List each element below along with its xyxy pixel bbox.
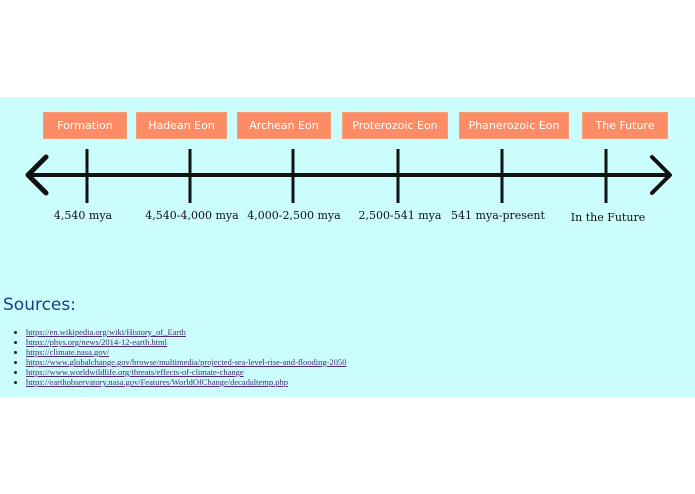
- content-panel: Formation Hadean Eon Archean Eon Protero…: [0, 97, 695, 397]
- arrow-right-icon: [650, 155, 672, 195]
- time-label-phanerozoic: 541 mya-present: [451, 209, 545, 222]
- list-item: https://www.worldwildlife.org/threats/ef…: [26, 367, 346, 377]
- source-link[interactable]: https://phys.org/news/2014-12-earth.html: [26, 337, 168, 347]
- time-label-archean: 4,000-2,500 mya: [247, 209, 341, 222]
- sources-list: https://en.wikipedia.org/wiki/History_of…: [10, 327, 346, 387]
- list-item: https://en.wikipedia.org/wiki/History_of…: [26, 327, 346, 337]
- time-label-proterozoic: 2,500-541 mya: [358, 209, 442, 222]
- formation-button[interactable]: Formation: [43, 112, 127, 139]
- arrow-left-icon: [25, 154, 49, 196]
- list-item: https://climate.nasa.gov/: [26, 347, 346, 357]
- hadean-eon-button[interactable]: Hadean Eon: [136, 112, 227, 139]
- list-item: https://www.globalchange.gov/browse/mult…: [26, 357, 346, 367]
- source-link[interactable]: https://en.wikipedia.org/wiki/History_of…: [26, 327, 186, 337]
- time-label-formation: 4,540 mya: [53, 209, 113, 222]
- proterozoic-eon-button[interactable]: Proterozoic Eon: [342, 112, 448, 139]
- the-future-button[interactable]: The Future: [582, 112, 668, 139]
- source-link[interactable]: https://climate.nasa.gov/: [26, 347, 110, 357]
- list-item: https://phys.org/news/2014-12-earth.html: [26, 337, 346, 347]
- timeline-axis: [25, 149, 672, 203]
- source-link[interactable]: https://www.worldwildlife.org/threats/ef…: [26, 367, 244, 377]
- source-link[interactable]: https://www.globalchange.gov/browse/mult…: [26, 357, 347, 367]
- time-label-hadean: 4,540-4,000 mya: [145, 209, 239, 222]
- list-item: https://earthobservatory.nasa.gov/Featur…: [26, 377, 346, 387]
- source-link[interactable]: https://earthobservatory.nasa.gov/Featur…: [26, 377, 288, 387]
- archean-eon-button[interactable]: Archean Eon: [237, 112, 331, 139]
- phanerozoic-eon-button[interactable]: Phanerozoic Eon: [459, 112, 569, 139]
- sources-heading: Sources:: [3, 295, 76, 315]
- time-label-future: In the Future: [570, 211, 646, 224]
- timeline: Formation Hadean Eon Archean Eon Protero…: [0, 97, 695, 337]
